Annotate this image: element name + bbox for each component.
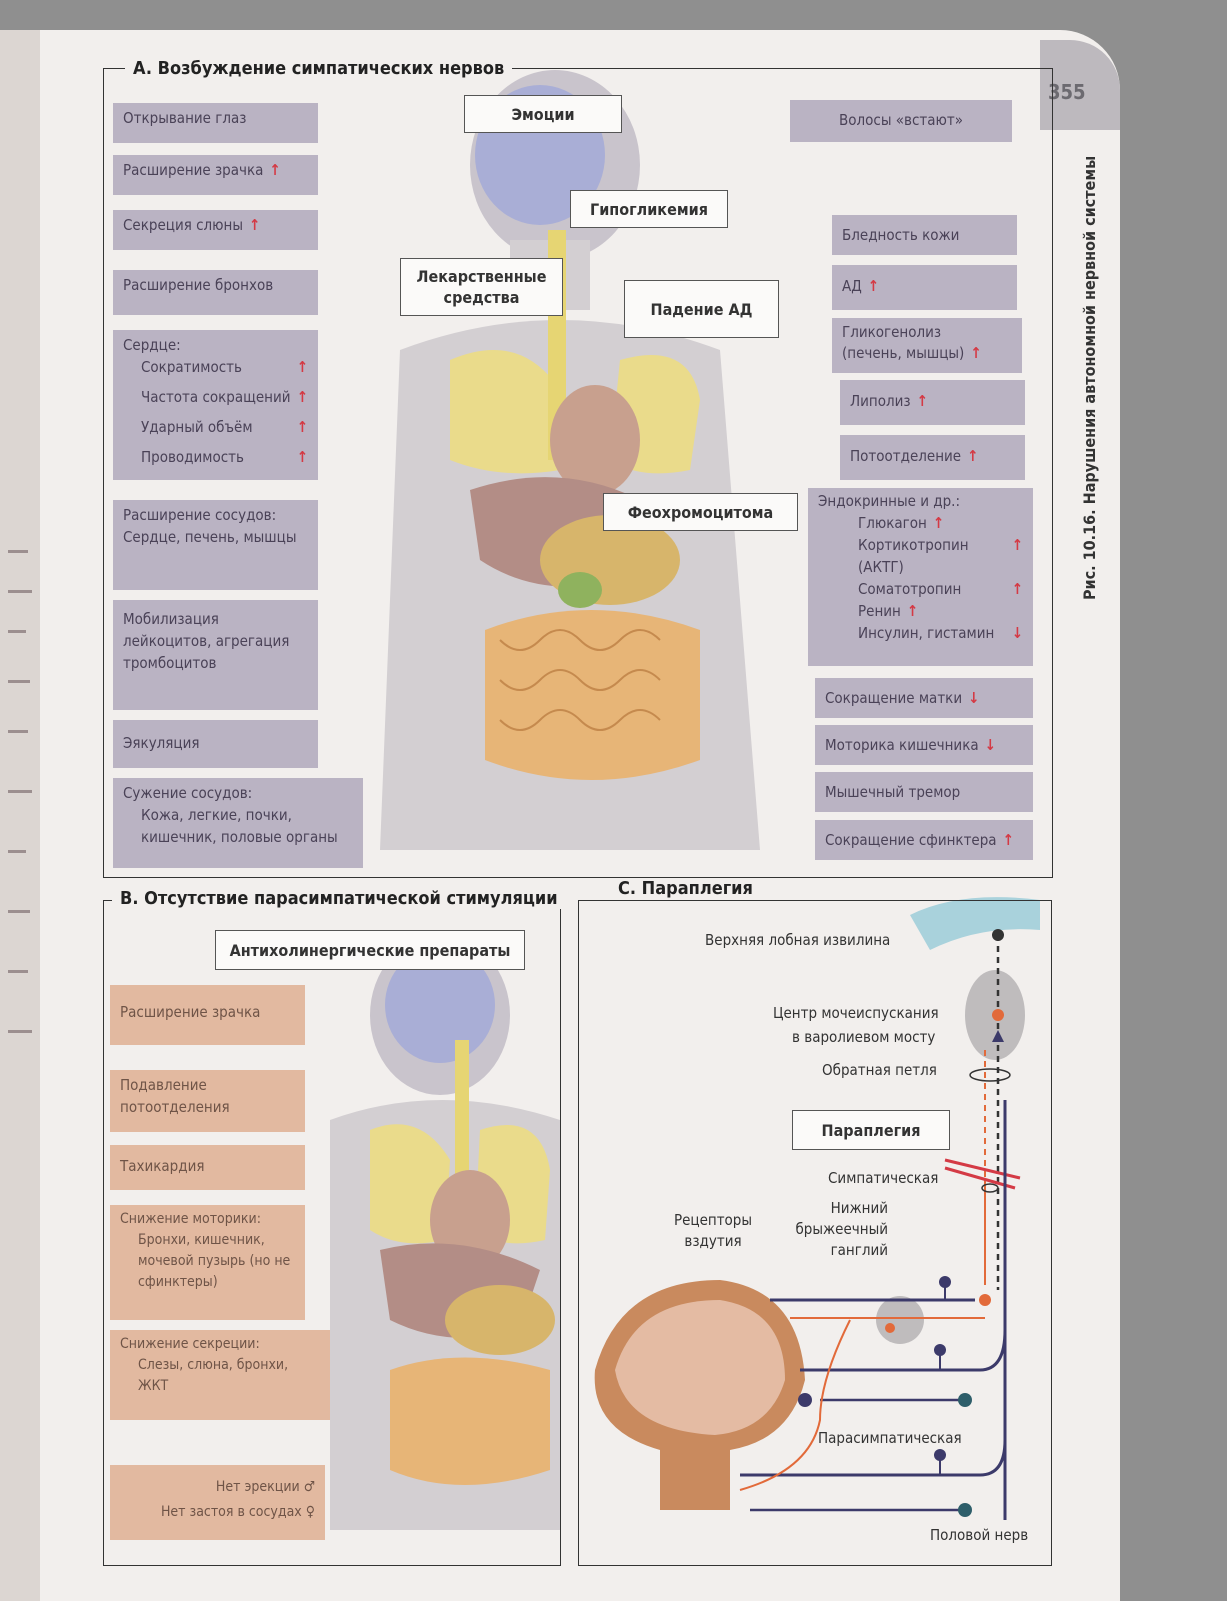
label-paraplegia: Параплегия <box>792 1110 950 1150</box>
section-c-title: C. Параплегия <box>610 878 761 899</box>
page-tab <box>1040 40 1120 130</box>
label-micturition-center-1: Центр мочеиспускания <box>773 1004 939 1022</box>
effect-muscle-tremor: Мышечный тремор <box>815 772 1033 812</box>
effect-skin-pallor: Бледность кожи <box>832 215 1017 255</box>
book-spine <box>0 30 40 1601</box>
section-a-title: A. Возбуждение симпатических нервов <box>125 58 513 79</box>
increase-arrow-icon: ↑ <box>906 602 919 620</box>
increase-arrow-icon: ↑ <box>967 447 979 465</box>
effect-b-tachycardia: Тахикардия <box>110 1145 305 1190</box>
increase-arrow-icon: ↑ <box>916 392 928 410</box>
effect-b-motility: Снижение моторики: Бронхи, кишечник, моч… <box>110 1205 305 1320</box>
effect-eye-open: Открывание глаз <box>113 103 318 143</box>
label-parasympathetic: Парасимпатическая <box>818 1429 962 1447</box>
effect-endocrine: Эндокринные и др.: Глюкагон↑ Кортикотроп… <box>808 488 1033 666</box>
decrease-arrow-icon: ↓ <box>984 736 996 754</box>
effect-lipolysis: Липолиз↑ <box>840 380 1025 425</box>
effect-sphincter: Сокращение сфинктера↑ <box>815 820 1033 860</box>
label-pudendal-nerve: Половой нерв <box>930 1526 1029 1544</box>
increase-arrow-icon: ↑ <box>932 514 945 532</box>
effect-vasodilation: Расширение сосудов: Сердце, печень, мышц… <box>113 500 318 590</box>
increase-arrow-icon: ↑ <box>269 161 281 179</box>
label-hypoglycemia: Гипогликемия <box>570 190 728 228</box>
page-number: 355 <box>1048 80 1086 104</box>
effect-vasoconstriction: Сужение сосудов: Кожа, легкие, почки, ки… <box>113 778 363 868</box>
effect-blood-pressure: АД↑ <box>832 265 1017 310</box>
increase-arrow-icon: ↑ <box>1002 831 1014 849</box>
label-superior-frontal-gyrus: Верхняя лобная извилина <box>705 931 891 949</box>
label-emotions: Эмоции <box>464 95 622 133</box>
section-c-frame <box>578 900 1052 1566</box>
effect-b-pupil: Расширение зрачка <box>110 985 305 1045</box>
label-drugs: Лекарственные средства <box>400 258 563 316</box>
decrease-arrow-icon: ↓ <box>1011 624 1023 642</box>
label-pheochromocytoma: Феохромоцитома <box>603 493 798 531</box>
label-micturition-center-2: в варолиевом мосту <box>792 1028 936 1046</box>
increase-arrow-icon: ↑ <box>296 448 308 466</box>
increase-arrow-icon: ↑ <box>1011 580 1023 598</box>
effect-b-sweat: Подавление потоотделения <box>110 1070 305 1132</box>
increase-arrow-icon: ↑ <box>867 277 880 295</box>
effect-glycogenolysis: Гликогенолиз (печень, мышцы)↑ <box>832 318 1022 373</box>
label-anticholinergic-drugs: Антихолинергические препараты <box>215 930 525 970</box>
effect-hair-raise: Волосы «встают» <box>790 100 1012 142</box>
male-symbol-icon: ♂ <box>303 1479 315 1495</box>
section-b-title: B. Отсутствие парасимпатической стимуляц… <box>112 888 566 909</box>
effect-b-secretion: Снижение секреции: Слезы, слюна, бронхи,… <box>110 1330 330 1420</box>
effect-ejaculation: Эякуляция <box>113 720 318 768</box>
label-stretch-receptors: Рецепторы вздутия <box>673 1211 753 1250</box>
increase-arrow-icon: ↑ <box>296 358 308 376</box>
section-a-frame <box>103 68 1053 878</box>
decrease-arrow-icon: ↓ <box>968 689 980 707</box>
paraplegia-diagram <box>594 897 1040 1520</box>
effect-pupil-dilation: Расширение зрачка↑ <box>113 155 318 195</box>
effect-saliva: Секреция слюны↑ <box>113 210 318 250</box>
effect-uterine-contraction: Сокращение матки↓ <box>815 678 1033 718</box>
effect-bronchodilation: Расширение бронхов <box>113 270 318 315</box>
effect-heart: Сердце: Сократимость↑ Частота сокращений… <box>113 330 318 480</box>
increase-arrow-icon: ↑ <box>296 418 308 436</box>
effect-leukocyte-mobilization: Мобилизация лейкоцитов, агрегация тромбо… <box>113 600 318 710</box>
label-sympathetic: Симпатическая <box>828 1169 939 1187</box>
effect-sweating: Потоотделение↑ <box>840 435 1025 480</box>
label-inferior-mesenteric-ganglion: Нижний брыжеечный ганглий <box>795 1199 888 1259</box>
effect-gut-motility: Моторика кишечника↓ <box>815 725 1033 765</box>
increase-arrow-icon: ↑ <box>1011 536 1023 554</box>
increase-arrow-icon: ↑ <box>296 388 308 406</box>
label-feedback-loop: Обратная петля <box>822 1061 937 1079</box>
increase-arrow-icon: ↑ <box>249 216 261 234</box>
body-silhouette-b <box>330 935 560 1530</box>
increase-arrow-icon: ↑ <box>970 344 982 362</box>
label-bp-drop: Падение АД <box>624 280 779 338</box>
female-symbol-icon: ♀ <box>305 1504 315 1520</box>
effect-b-sexual: Нет эрекции ♂ Нет застоя в сосудах ♀ <box>110 1465 325 1540</box>
